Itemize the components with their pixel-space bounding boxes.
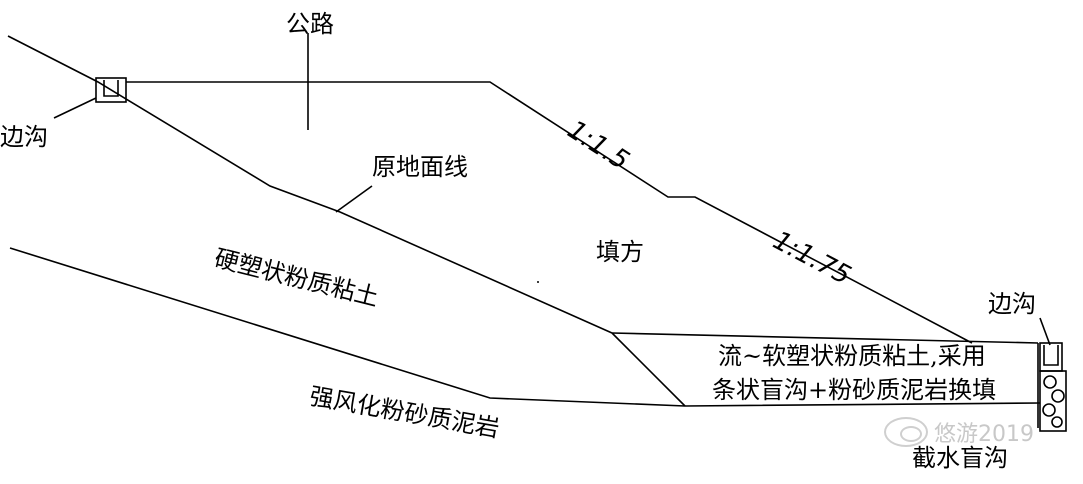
road-surface-line <box>126 81 973 344</box>
left-side-ditch <box>95 77 127 103</box>
watermark-text: 悠游2019 <box>934 422 1034 447</box>
mudstone-boundary-line <box>9 247 1041 407</box>
road-label: 公路 <box>286 10 334 38</box>
soft-clay-label-line2: 条状盲沟+粉砂质泥岩换填 <box>712 376 997 404</box>
right-side-ditch-label: 边沟 <box>988 290 1036 318</box>
left-side-ditch-label: 边沟 <box>0 123 48 151</box>
fill-label: 填方 <box>596 238 644 266</box>
original-ground-line <box>7 35 613 334</box>
intercepting-drain-box <box>1039 370 1067 432</box>
watermark: 悠游2019 <box>884 416 1034 448</box>
intercepting-drain-label: 截水盲沟 <box>912 444 1008 472</box>
soft-clay-label-line1: 流~软塑状粉质粘土,采用 <box>718 342 986 370</box>
original-ground-line-label: 原地面线 <box>372 153 468 181</box>
wechat-icon <box>884 417 928 447</box>
